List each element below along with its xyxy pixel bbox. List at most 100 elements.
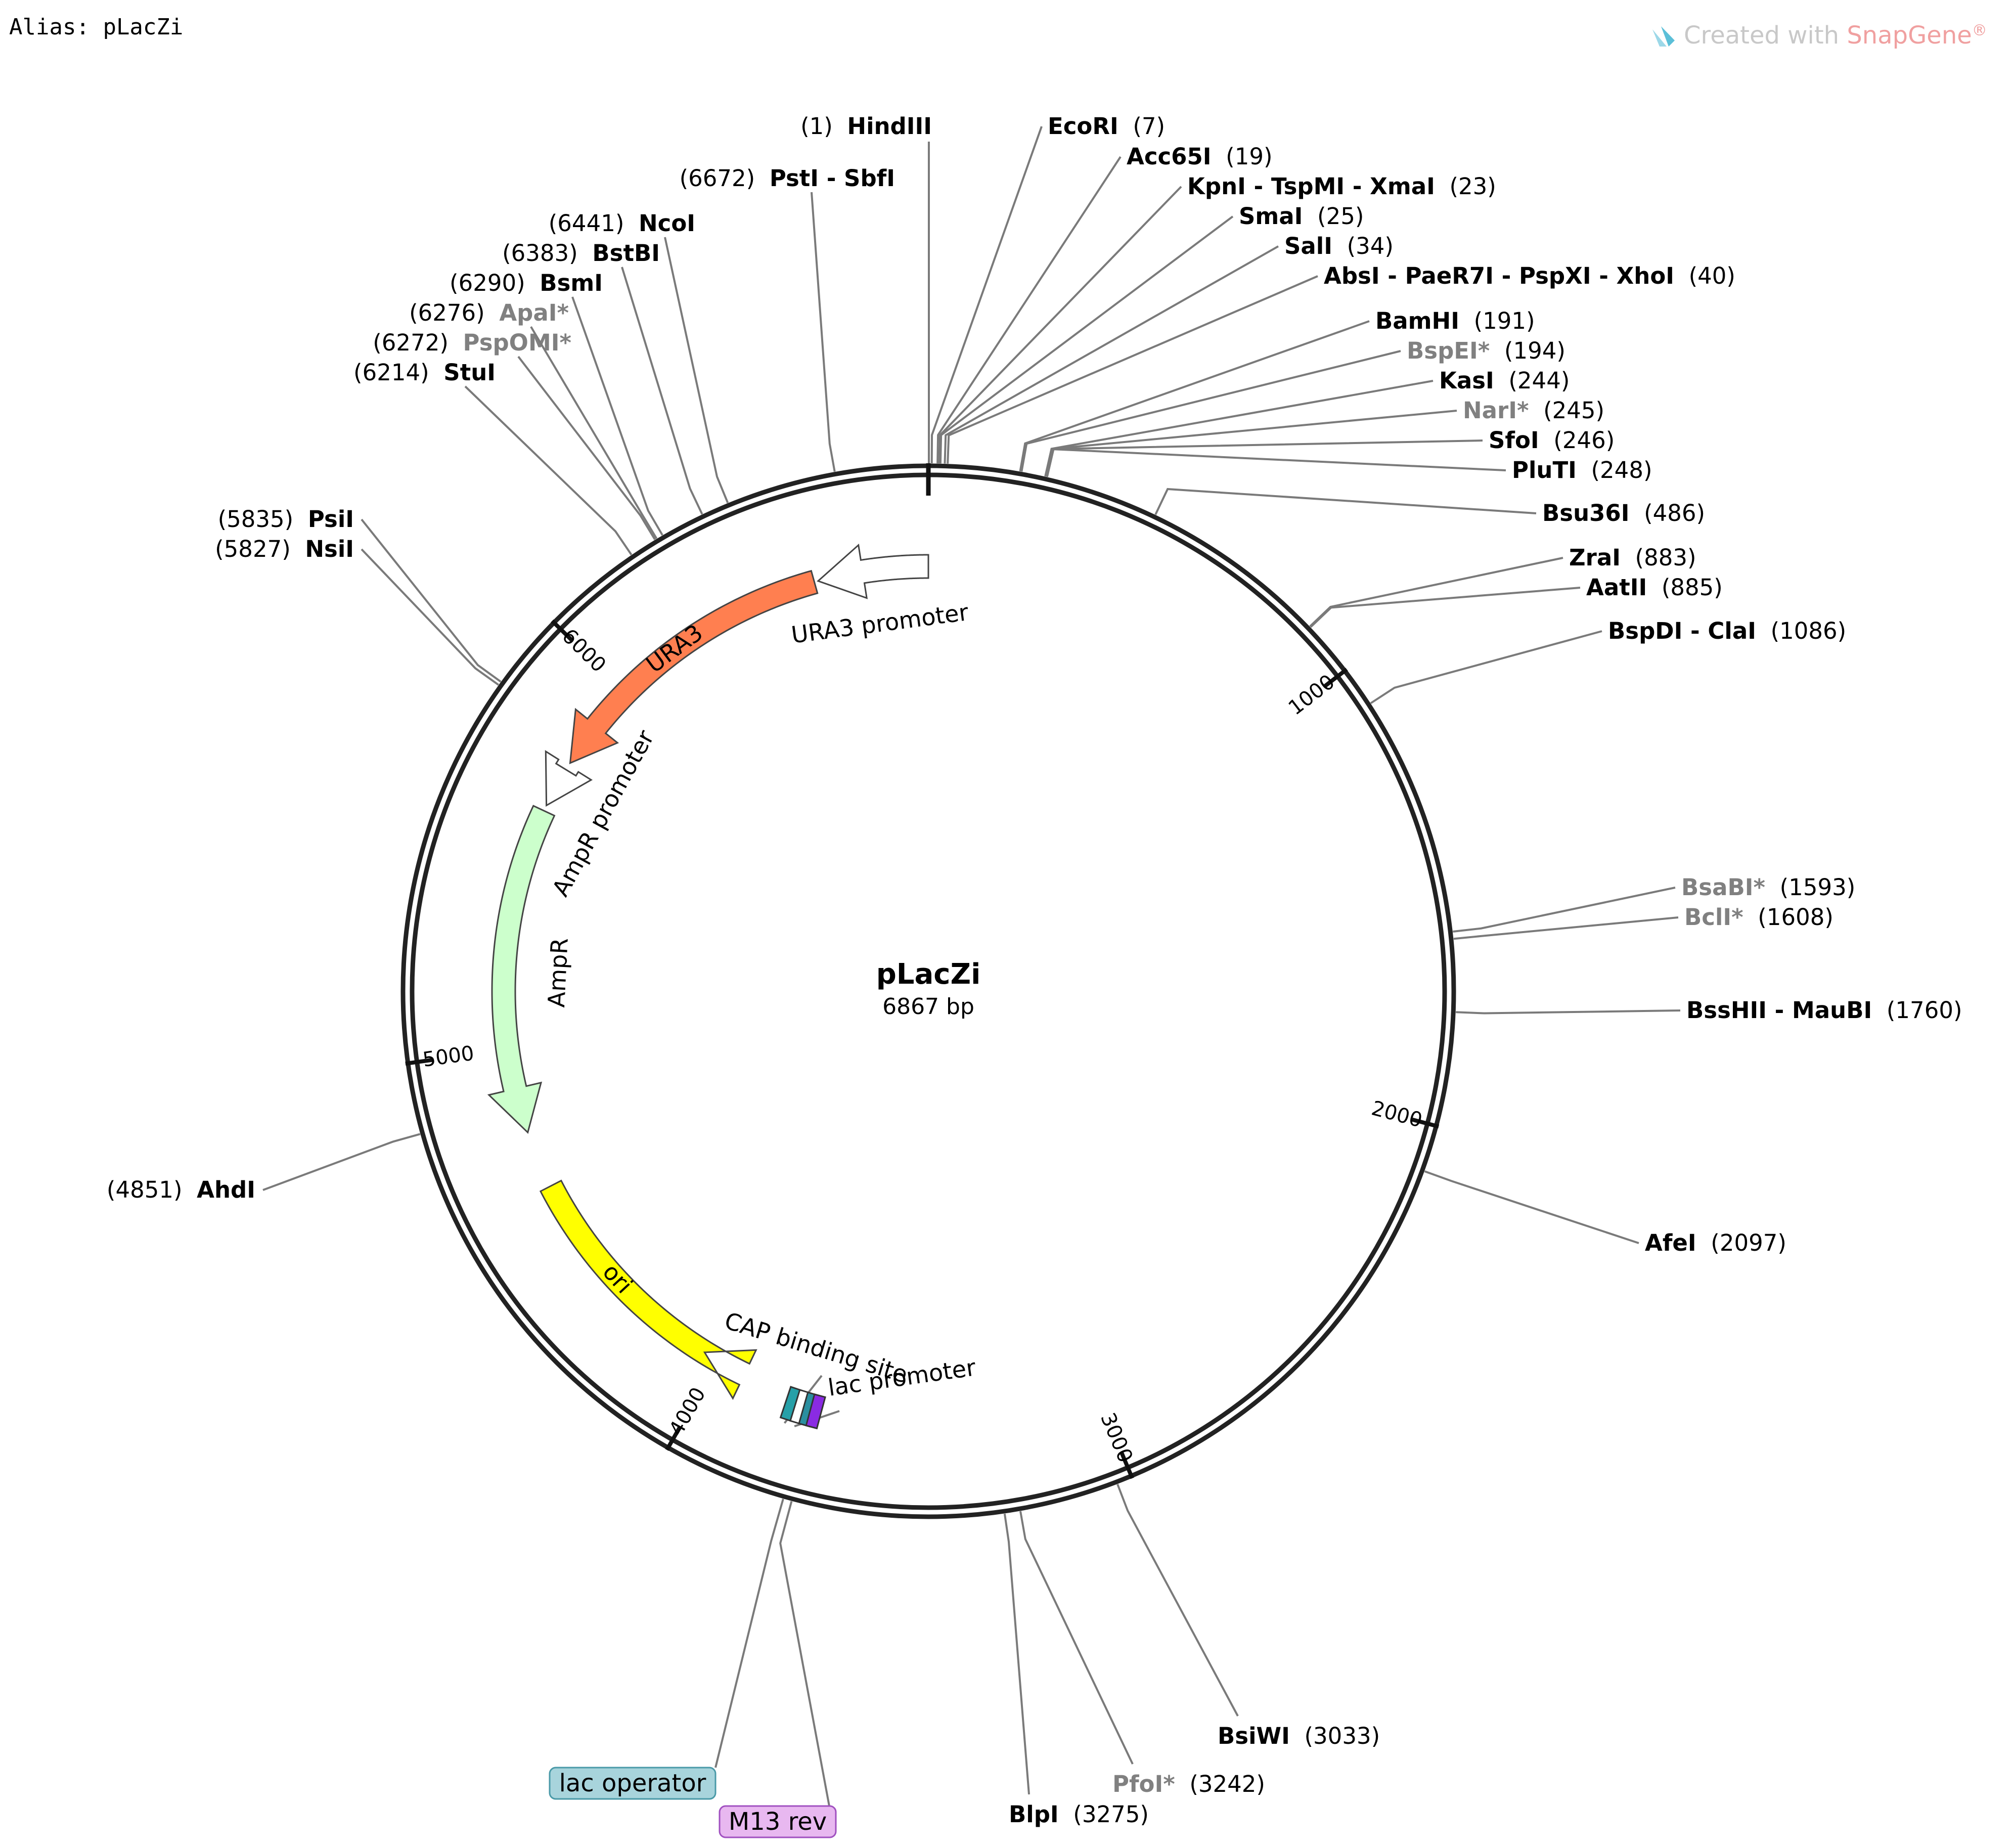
site-label-nari: NarI* (245) [1463,397,1604,424]
feature-leader-line [714,1499,784,1768]
site-leader-line [361,548,499,686]
ampr-promoter-arrow [545,750,593,807]
site-leader-line [1370,630,1602,705]
position-ticks: 1000 2000 3000 4000 5000 6000 [405,619,1440,1479]
site-label-acc65i: Acc65I (19) [1127,143,1273,170]
site-leader-line [1019,320,1370,472]
ura3-promoter-label: URA3 promoter [790,598,970,649]
site-label-pfoi: PfoI* (3242) [1112,1771,1265,1797]
m13-rev-glyph [805,1393,826,1430]
plasmid-size: 6867 bp [882,994,974,1020]
site-leader-line [571,296,663,536]
ampr-label: AmpR [543,937,573,1008]
site-leader-line [938,186,1182,464]
svg-text:lac operator: lac operator [559,1769,706,1797]
site-label-ncoi: (6441) NcoI [549,210,695,237]
site-leader-line [811,192,836,472]
m13-rev-box: M13 rev [719,1805,837,1838]
site-label-blpi: BlpI (3275) [1009,1801,1149,1828]
site-label-pspomi: (6272) PspOMI* [373,329,571,356]
site-leader-line [1154,488,1537,515]
restriction-site-labels: (1) HindIII EcoRI (7) Acc65I (19) KpnI - Ts… [107,113,1962,1828]
site-label-bcli: BclI* (1608) [1684,904,1833,931]
site-label-bsshii-maubi: BssHII - MauBI (1760) [1686,997,1962,1024]
site-leader-lines [714,1375,840,1807]
site-label-ecori: EcoRI (7) [1048,113,1165,140]
plasmid-name: pLacZi [876,958,981,991]
site-label-bsabi: BsaBI* (1593) [1681,874,1855,901]
site-leader-line [517,356,656,540]
site-label-bstbi: (6383) BstBI [502,240,660,267]
site-label-bsmi: (6290) BsmI [450,270,603,296]
site-leader-line [944,245,1279,464]
site-leader-line [1020,350,1401,472]
site-label-zrai: ZraI (883) [1569,544,1696,571]
site-label-hindiii: (1) HindIII [800,113,932,140]
site-label-absi-paer7i-pspxi-xhoi: AbsI - PaeR7I - PspXI - XhoI (40) [1324,262,1735,289]
site-label-nsii: (5827) NsiI [215,536,354,562]
lac-operator-box: lac operator [549,1767,717,1800]
site-leader-line [1044,380,1434,477]
ampr-promoter-label: AmpR promoter [547,726,659,901]
tick-mark [1411,1117,1440,1129]
site-leader-line [936,156,1122,464]
ori-arrow [539,1179,757,1400]
site-leader-line [530,326,658,539]
site-leader-line [1310,587,1581,628]
site-label-afei: AfeI (2097) [1645,1229,1786,1256]
site-leader-line [930,126,1043,464]
ura3-arrow [569,569,819,765]
site-leader-line [1019,1511,1134,1765]
site-leader-line [1424,1170,1639,1244]
site-label-pluti: PluTI (248) [1512,457,1652,483]
site-leader-line [361,518,502,683]
site-label-kasi: KasI (244) [1439,367,1570,394]
site-label-bsu36i: Bsu36I (486) [1542,500,1705,526]
tick-mark [665,1425,682,1451]
tick-label: 2000 [1369,1096,1424,1132]
site-leader-line [1456,1009,1681,1015]
site-label-ahdi: (4851) AhdI [107,1176,255,1203]
site-label-psti-sbfi: (6672) PstI - SbfI [680,165,895,192]
tick-label: 3000 [1096,1410,1137,1466]
ampr-arrow [487,805,556,1134]
tick-label: 5000 [421,1042,475,1072]
tick-mark [1324,668,1348,688]
tick-label: 1000 [1284,670,1339,720]
tick-label: 6000 [557,624,610,677]
site-leader-line [1453,916,1679,940]
tick-mark [1120,1452,1135,1479]
brand-credit: Created with SnapGene® [1684,21,1987,50]
snapgene-logo-icon [1652,26,1675,47]
tick-mark [405,1058,433,1066]
tick-label: 4000 [664,1384,710,1440]
site-label-kpni-tspmi-xmai: KpnI - TspMI - XmaI (23) [1187,173,1496,200]
site-leader-line [621,267,703,515]
ura3-promoter-arrow [817,543,929,599]
site-leader-line [947,275,1318,464]
small-feature-glyphs [779,1386,826,1430]
site-label-bamhi: BamHI (191) [1375,307,1535,334]
site-leader-line [262,1133,421,1191]
svg-text:M13 rev: M13 rev [729,1808,827,1836]
site-leader-line [939,215,1234,464]
plasmid-backbone [400,463,1456,1519]
site-leader-line [1116,1483,1239,1717]
site-leader-line [1046,448,1506,477]
site-label-bsiwi: BsiWI (3033) [1218,1723,1380,1749]
site-label-apai: (6276) ApaI* [409,299,569,326]
site-label-psii: (5835) PsiI [218,506,354,533]
site-leader-line [464,385,633,555]
site-label-bspdi-clai: BspDI - ClaI (1086) [1608,618,1846,644]
site-label-sali: SalI (34) [1284,233,1394,259]
alias-label: Alias: pLacZi [9,14,183,40]
site-label-sfoi: SfoI (246) [1489,427,1615,454]
site-label-aatii: AatII (885) [1586,574,1723,601]
tick-mark [551,619,573,642]
site-label-bspei: BspEI* (194) [1407,337,1565,364]
site-leader-line [1045,410,1457,477]
site-leader-line [1453,887,1676,933]
feature-leader-line [779,1501,830,1807]
site-label-smai: SmaI (25) [1239,203,1364,230]
